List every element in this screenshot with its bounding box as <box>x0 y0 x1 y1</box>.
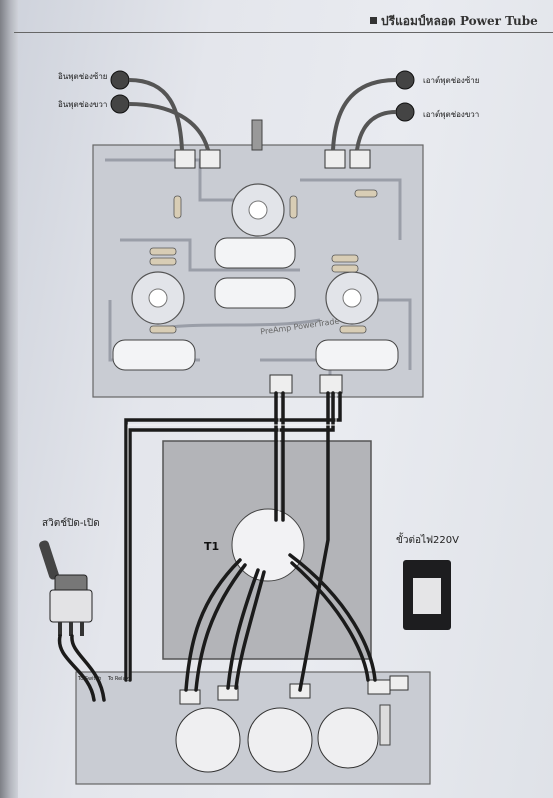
rca-output-right-icon <box>395 102 415 122</box>
terminal-output-left <box>324 149 346 169</box>
header-rule <box>14 32 553 33</box>
label-output-left: เอาต์พุตช่องซ้าย <box>423 76 480 85</box>
fuse-icon <box>379 704 391 746</box>
filter-cap-3 <box>317 707 379 769</box>
capacitor-c3 <box>112 339 196 371</box>
terminal-output-right <box>349 149 371 169</box>
label-ac-socket: ขั้วต่อไฟ220V <box>396 535 459 546</box>
capacitor-c1 <box>214 237 296 269</box>
volume-pot-icon <box>251 119 263 151</box>
label-switch: สวิตช์ปิด-เปิด <box>42 518 100 529</box>
terminal-input-left <box>174 149 196 169</box>
label-transformer: T1 <box>204 540 220 553</box>
capacitors <box>112 237 399 371</box>
capacitor-c2 <box>214 277 296 309</box>
terminal-blocks-upper <box>174 149 371 394</box>
header-title: ปรีแอมป์หลอด Power Tube <box>381 14 538 28</box>
rca-input-right-icon <box>110 94 130 114</box>
filter-cap-1 <box>175 707 241 773</box>
rca-input-left-icon <box>110 70 130 90</box>
resistors <box>149 189 378 334</box>
terminal-hv <box>319 374 343 394</box>
filter-cap-2 <box>247 707 313 773</box>
terminal-input-right <box>199 149 221 169</box>
book-binding <box>0 0 18 798</box>
header-bullet-icon <box>370 17 377 24</box>
toggle-switch-icon <box>39 540 93 636</box>
terminal-blocks-lower <box>179 675 409 705</box>
filter-capacitors <box>175 707 379 773</box>
rca-output-left-icon <box>395 70 415 90</box>
page-header: ปรีแอมป์หลอด Power Tube <box>370 12 538 31</box>
signal-cables <box>128 78 397 151</box>
terminal-heater <box>269 374 293 394</box>
label-input-right: อินพุตช่องขวา <box>58 100 108 109</box>
capacitor-c4 <box>315 339 399 371</box>
label-to-relay: To Relay <box>108 676 129 682</box>
wire-highlights <box>127 393 337 680</box>
label-input-left: อินพุตช่องซ้าย <box>58 72 108 81</box>
transformer-core <box>231 508 305 582</box>
label-output-right: เอาต์พุตช่องขวา <box>423 110 480 119</box>
tube-socket-centers <box>148 200 362 308</box>
power-wiring <box>57 391 377 702</box>
rca-connectors <box>110 70 415 122</box>
ac-socket-face <box>413 578 441 614</box>
label-to-switch: To Switch <box>78 676 102 682</box>
